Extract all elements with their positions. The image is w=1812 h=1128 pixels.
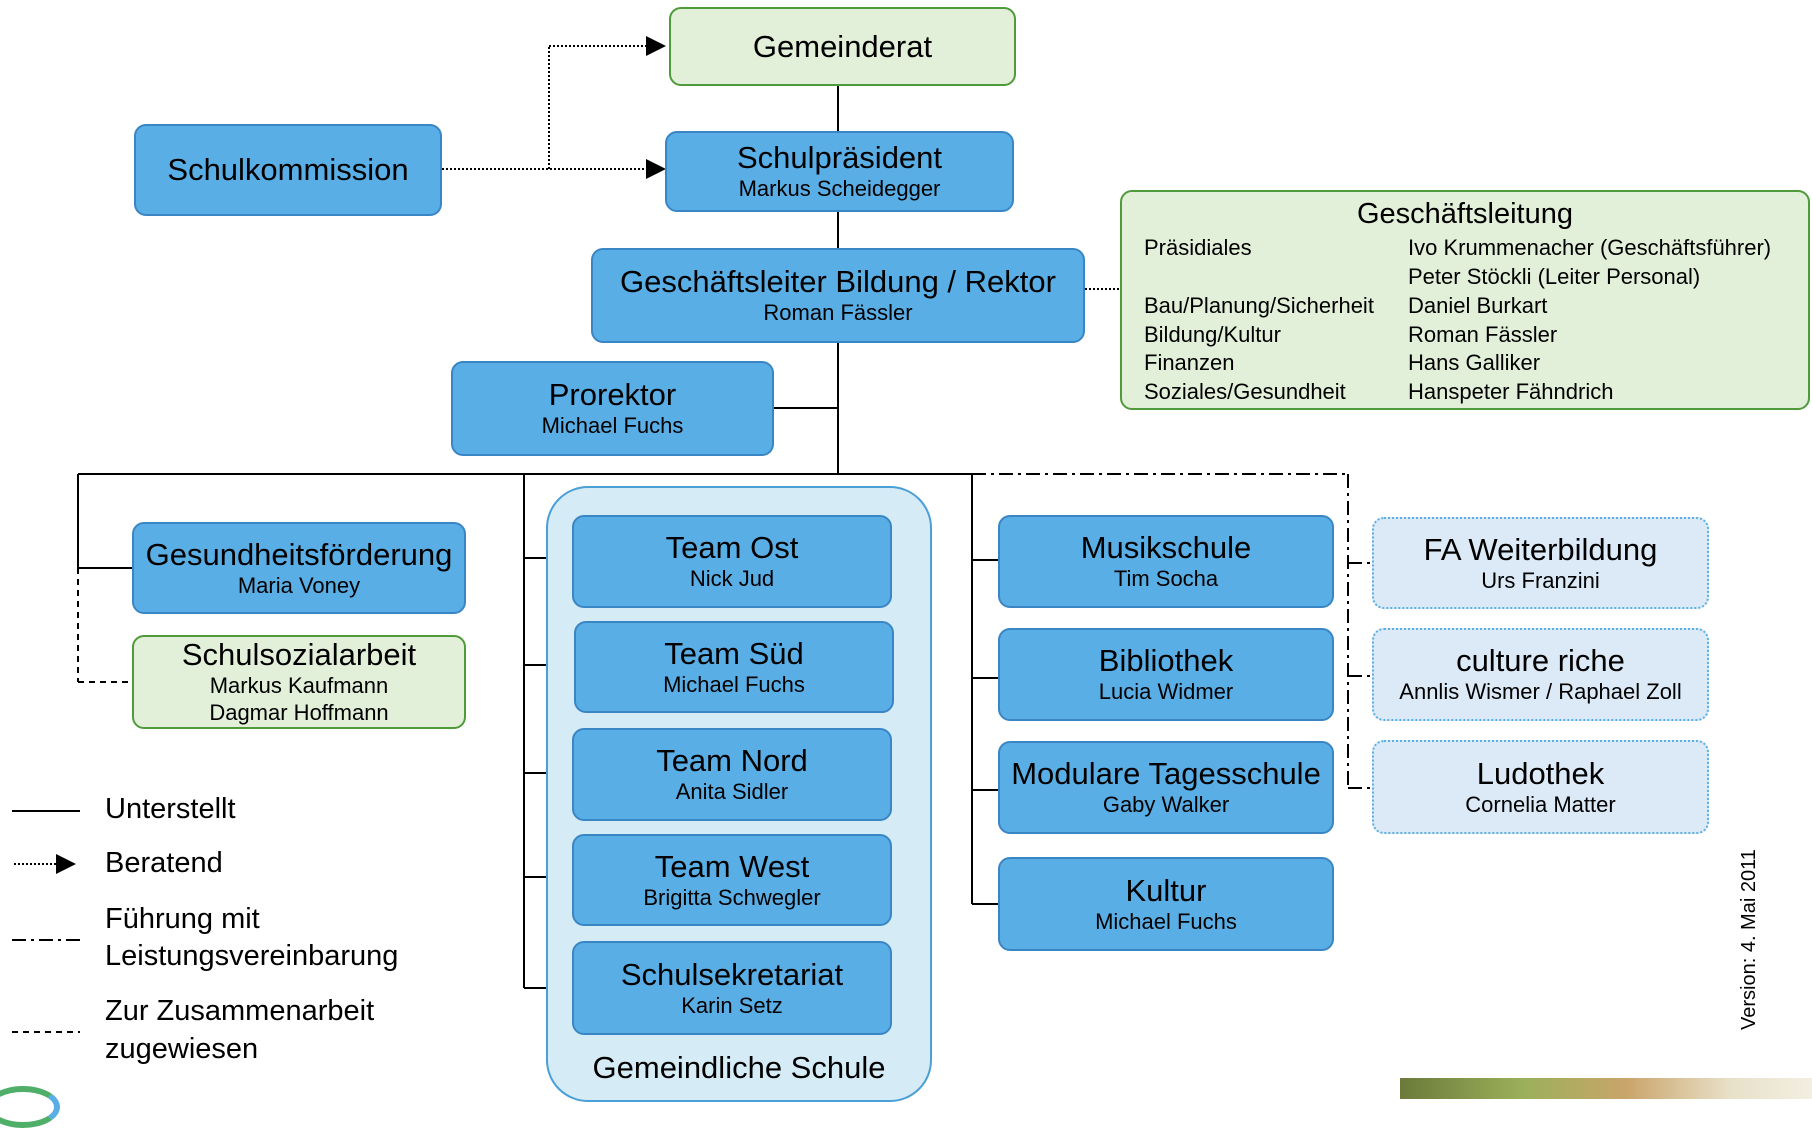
culture-riche-title: culture riche [1456, 643, 1625, 678]
culture-riche-box: culture riche Annlis Wismer / Raphael Zo… [1372, 628, 1709, 721]
bibliothek-box: Bibliothek Lucia Widmer [998, 628, 1334, 721]
gesundheit-title: Gesundheitsförderung [145, 536, 453, 572]
ludothek-name: Cornelia Matter [1465, 791, 1616, 817]
geschaeftsleitung-box: Geschäftsleitung Präsidiales Ivo Krummen… [1120, 190, 1810, 410]
gemeindliche-schule-label: Gemeindliche Schule [592, 1050, 886, 1085]
prorektor-name: Michael Fuchs [541, 413, 684, 438]
schulsekretariat-name: Karin Setz [681, 992, 783, 1018]
team-west-box: Team West Brigitta Schwegler [572, 834, 892, 926]
gesundheit-name: Maria Voney [237, 572, 361, 598]
gl-person: Hanspeter Fähndrich [1408, 379, 1614, 404]
schulpraesident-name: Markus Scheidegger [738, 176, 941, 201]
schulkommission-title: Schulkommission [167, 152, 409, 187]
schulsekretariat-title: Schulsekretariat [620, 956, 844, 992]
musikschule-title: Musikschule [1080, 530, 1252, 565]
legend-zusammenarbeit-1: Zur Zusammenarbeit [105, 995, 375, 1027]
team-ost-name: Nick Jud [689, 566, 775, 591]
gl-area: Bau/Planung/Sicherheit [1144, 293, 1374, 318]
gl-area: Präsidiales [1144, 235, 1252, 260]
gemeinderat-box: Gemeinderat [669, 7, 1016, 86]
gl-person: Daniel Burkart [1408, 293, 1548, 318]
sozialarbeit-title: Schulsozialarbeit [181, 637, 417, 672]
logo-icon [0, 1086, 60, 1128]
weiterbildung-box: FA Weiterbildung Urs Franzini [1372, 517, 1709, 609]
weiterbildung-name: Urs Franzini [1481, 567, 1600, 593]
footer-photo [1400, 1078, 1812, 1099]
legend-fuehrung-2: Leistungsvereinbarung [105, 940, 399, 972]
team-nord-name: Anita Sidler [675, 779, 789, 804]
gl-person: Ivo Krummenacher (Geschäftsführer) [1408, 235, 1772, 260]
team-sued-box: Team Süd Michael Fuchs [574, 621, 894, 713]
prorektor-box: Prorektor Michael Fuchs [451, 361, 774, 456]
kultur-name: Michael Fuchs [1095, 908, 1237, 934]
team-sued-name: Michael Fuchs [663, 671, 805, 697]
team-west-title: Team West [654, 848, 810, 884]
legend-zusammenarbeit-2: zugewiesen [105, 1033, 259, 1065]
schulsekretariat-box: Schulsekretariat Karin Setz [572, 941, 892, 1035]
tagesschule-box: Modulare Tagesschule Gaby Walker [998, 741, 1334, 834]
version-label: Version: 4. Mai 2011 [1738, 849, 1760, 1030]
musikschule-name: Tim Socha [1113, 566, 1219, 591]
gl-area: Bildung/Kultur [1144, 322, 1281, 347]
tagesschule-title: Modulare Tagesschule [1011, 756, 1321, 791]
gemeinderat-title: Gemeinderat [752, 28, 933, 64]
rektor-title: Geschäftsleiter Bildung / Rektor [620, 264, 1056, 299]
gl-person: Hans Galliker [1408, 350, 1541, 375]
team-sued-title: Team Süd [664, 635, 804, 671]
gl-area: Finanzen [1144, 350, 1235, 375]
team-ost-box: Team Ost Nick Jud [572, 515, 892, 608]
schulkommission-box: Schulkommission [134, 124, 442, 216]
sozialarbeit-name-2: Dagmar Hoffmann [209, 700, 389, 725]
gesundheit-box: Gesundheitsförderung Maria Voney [132, 522, 466, 614]
gl-person: Roman Fässler [1408, 322, 1558, 347]
legend-fuehrung-1: Führung mit [105, 903, 260, 935]
bibliothek-title: Bibliothek [1098, 643, 1234, 678]
kultur-title: Kultur [1125, 872, 1207, 908]
gl-person: Peter Stöckli (Leiter Personal) [1408, 264, 1701, 289]
sozialarbeit-box: Schulsozialarbeit Markus Kaufmann Dagmar… [132, 635, 466, 729]
weiterbildung-title: FA Weiterbildung [1423, 531, 1658, 567]
schulpraesident-title: Schulpräsident [736, 140, 943, 175]
rektor-box: Geschäftsleiter Bildung / Rektor Roman F… [591, 248, 1085, 343]
sozialarbeit-name-1: Markus Kaufmann [209, 673, 389, 698]
bibliothek-name: Lucia Widmer [1098, 679, 1234, 704]
rektor-name: Roman Fässler [763, 300, 913, 325]
ludothek-box: Ludothek Cornelia Matter [1372, 740, 1709, 834]
culture-riche-name: Annlis Wismer / Raphael Zoll [1399, 679, 1682, 704]
ludothek-title: Ludothek [1476, 755, 1605, 791]
geschaeftsleitung-title: Geschäftsleitung [1356, 198, 1573, 230]
musikschule-box: Musikschule Tim Socha [998, 515, 1334, 608]
legend-unterstellt: Unterstellt [105, 793, 236, 825]
kultur-box: Kultur Michael Fuchs [998, 857, 1334, 951]
tagesschule-name: Gaby Walker [1102, 792, 1230, 817]
team-nord-box: Team Nord Anita Sidler [572, 728, 892, 821]
team-nord-title: Team Nord [656, 743, 808, 778]
team-ost-title: Team Ost [665, 530, 799, 565]
legend-beratend: Beratend [105, 847, 223, 879]
gl-area: Soziales/Gesundheit [1144, 379, 1346, 404]
schulpraesident-box: Schulpräsident Markus Scheidegger [665, 131, 1014, 212]
prorektor-title: Prorektor [548, 377, 677, 412]
team-west-name: Brigitta Schwegler [643, 884, 821, 910]
